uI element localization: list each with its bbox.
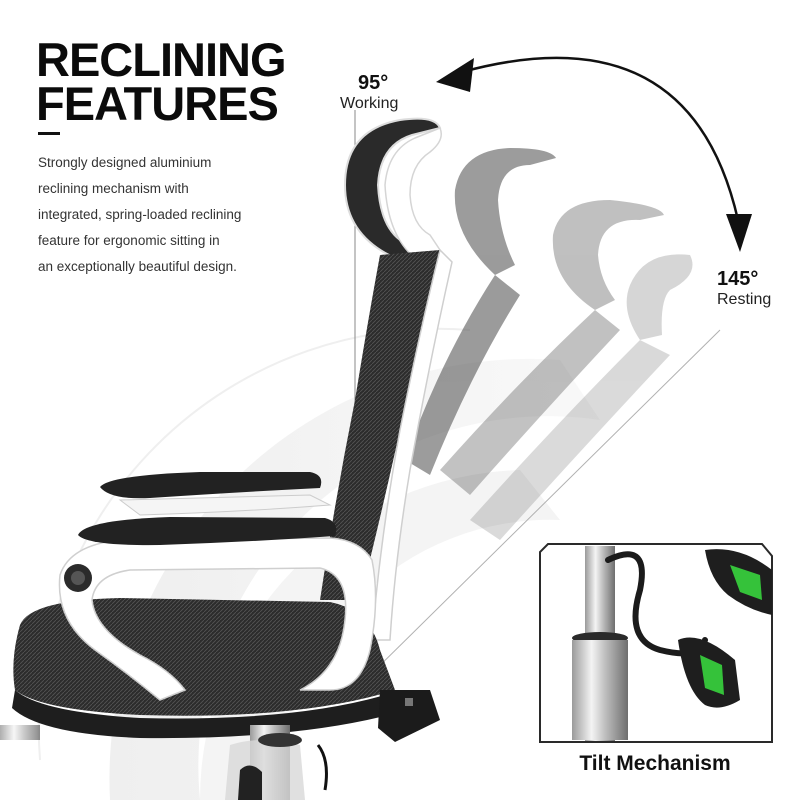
description-line-5: an exceptionally beautiful design. xyxy=(38,259,237,274)
feature-description: Strongly designed aluminium reclining me… xyxy=(38,150,288,280)
heading-line-1: RECLINING xyxy=(36,33,287,86)
tilt-mechanism-photo xyxy=(539,543,773,743)
resting-angle-text: Resting xyxy=(717,291,772,308)
heading-divider xyxy=(38,132,60,135)
heading-line-2: FEATURES xyxy=(36,77,279,130)
ghost-backrest-positions xyxy=(405,148,693,540)
resting-angle-label: 145° Resting xyxy=(717,268,771,310)
description-line-4: feature for ergonomic sitting in xyxy=(38,233,220,248)
working-angle-text: Working xyxy=(340,95,399,112)
resting-angle-degrees: 145° xyxy=(717,268,759,290)
working-angle-label: 95° Working xyxy=(340,72,398,114)
description-line-1: Strongly designed aluminium xyxy=(38,155,212,170)
tilt-mechanism-caption: Tilt Mechanism xyxy=(579,752,731,775)
feature-heading: RECLINING FEATURES xyxy=(36,33,296,130)
office-chair-illustration xyxy=(0,117,453,800)
description-line-2: reclining mechanism with xyxy=(38,181,189,196)
recline-arc-arrow-icon xyxy=(436,56,752,252)
working-angle-degrees: 95° xyxy=(358,72,389,94)
description-line-3: integrated, spring-loaded reclining xyxy=(38,207,242,222)
resting-reference-line xyxy=(354,329,721,691)
